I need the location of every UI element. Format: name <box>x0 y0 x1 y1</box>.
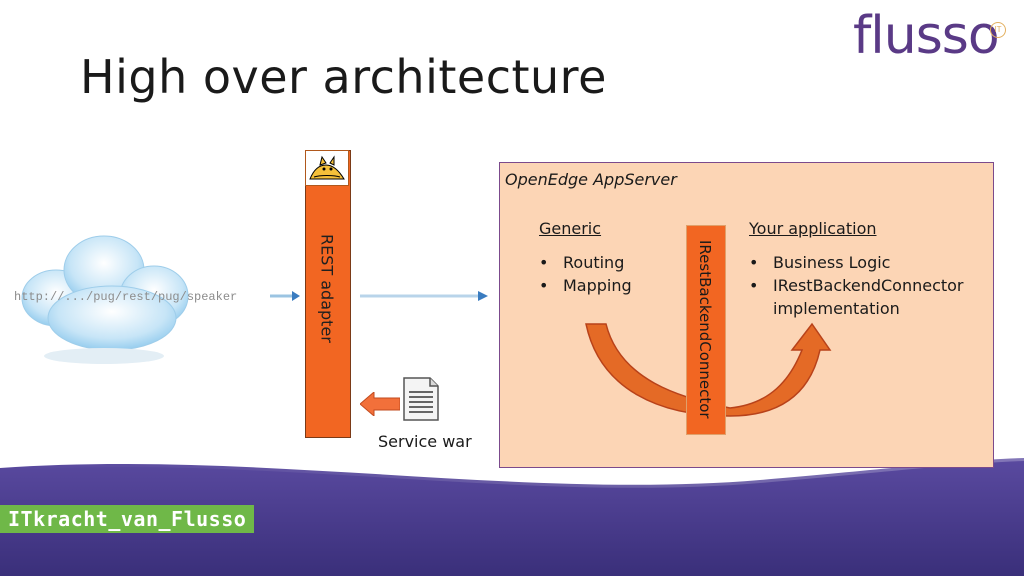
service-war-label: Service war <box>378 432 472 451</box>
arrow-right-icon <box>270 291 300 301</box>
cloud-url: http://.../pug/rest/pug/speaker <box>14 290 238 304</box>
slide-title: High over architecture <box>80 50 607 104</box>
your-application-heading: Your application <box>749 219 877 238</box>
appserver-title: OpenEdge AppServer <box>505 170 677 189</box>
list-item: •Routing <box>539 253 625 272</box>
curved-arrow-icon <box>585 322 832 417</box>
generic-heading: Generic <box>539 219 602 238</box>
arrow-left-icon <box>360 392 400 416</box>
connector-label: IRestBackendConnector <box>696 239 714 419</box>
your-application-list: •Business Logic •IRestBackendConnector i… <box>749 251 989 320</box>
flusso-logo: flusso <box>853 6 1000 66</box>
list-item: •Business Logic <box>749 253 891 272</box>
rest-adapter-label: REST adapter <box>317 233 337 343</box>
list-item: •Mapping <box>539 276 632 295</box>
list-item: •IRestBackendConnector implementation <box>749 276 964 318</box>
cloud-icon <box>21 235 189 364</box>
tomcat-icon <box>305 150 349 186</box>
appserver-box <box>499 162 994 468</box>
logo-mark: IT <box>990 22 1006 38</box>
rest-adapter-bar <box>305 150 351 438</box>
generic-list: •Routing •Mapping <box>539 251 679 297</box>
footer-badge: ITkracht_van_Flusso <box>0 505 255 533</box>
connector-bar <box>686 225 726 435</box>
document-icon <box>403 377 439 421</box>
arrow-right-icon <box>360 291 488 301</box>
